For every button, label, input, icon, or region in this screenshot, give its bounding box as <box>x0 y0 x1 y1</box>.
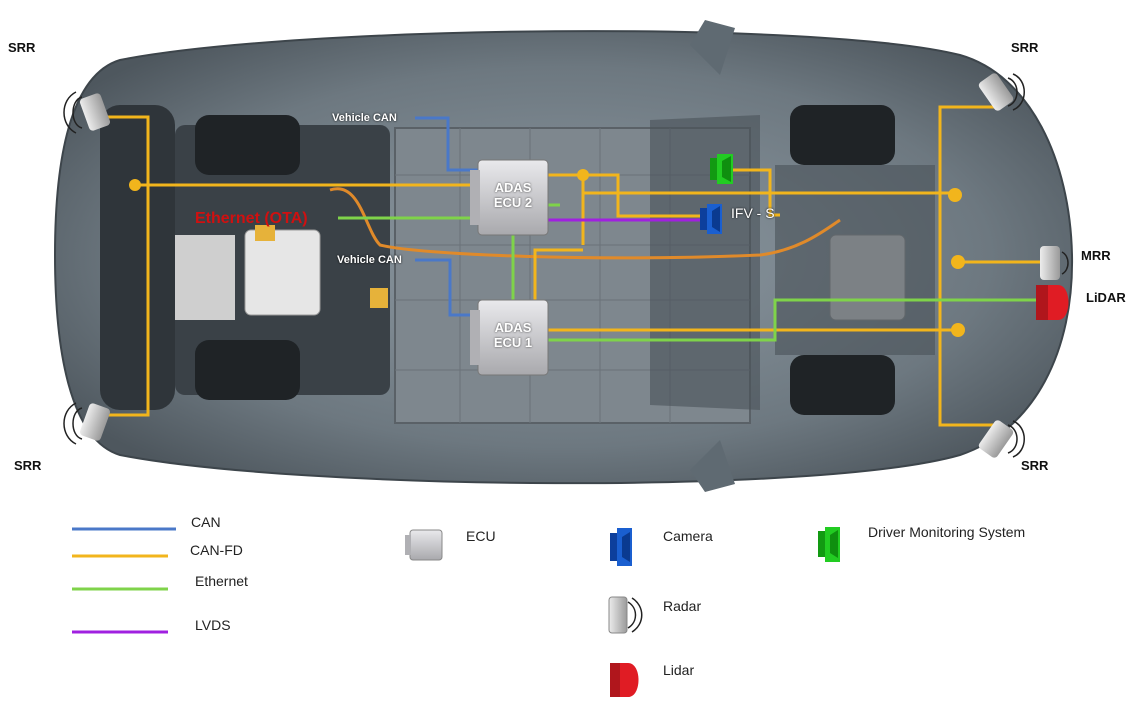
legend-can-label: CAN <box>191 514 221 530</box>
can-fd-rear-frame <box>98 115 150 417</box>
car-illustration <box>53 20 1074 492</box>
label-ifv: IFV - S <box>731 205 775 221</box>
rear-inverter <box>175 235 235 320</box>
label-ethernet-ota: Ethernet (OTA) <box>195 210 308 227</box>
legend-radar-label: Radar <box>663 598 702 614</box>
can-lines <box>415 116 478 317</box>
srr-radar-rear-right <box>63 402 111 445</box>
lidar-front <box>1036 285 1069 320</box>
ethernet-lines <box>338 203 1040 342</box>
wheel-front-bottom <box>790 355 895 415</box>
can-vehicle-mid <box>415 258 478 317</box>
legend-camera-icon <box>610 528 632 566</box>
legend-ecu-label: ECU <box>466 528 496 544</box>
mrr-radar-front <box>1040 246 1069 280</box>
label-mrr: MRR <box>1081 248 1111 263</box>
legend-dms-label: Driver Monitoring System <box>868 524 1026 540</box>
dot-front-bottom <box>951 323 965 337</box>
wheel-front-top <box>790 105 895 165</box>
wheel-rear-bottom <box>195 340 300 400</box>
dot-ecu2-right <box>577 169 589 181</box>
legend-dms-icon <box>818 527 840 562</box>
label-srr-top-right: SRR <box>1011 40 1039 55</box>
legend-camera-label: Camera <box>663 528 713 544</box>
ethernet-lidar <box>548 298 1040 342</box>
legend-ethernet-label: Ethernet <box>195 573 248 589</box>
wheel-rear-top <box>195 115 300 175</box>
rear-motor <box>244 229 321 316</box>
label-vehicle-can-mid: Vehicle CAN <box>337 254 402 266</box>
legend-lvds-label: LVDS <box>195 617 231 633</box>
ecu-2 <box>470 159 549 236</box>
label-vehicle-can-top: Vehicle CAN <box>332 112 397 124</box>
label-srr-top-left: SRR <box>8 40 36 55</box>
label-adas-ecu-1-line2: ECU 1 <box>493 335 533 350</box>
srr-radar-front-right <box>978 420 1025 458</box>
label-srr-bottom-left: SRR <box>14 458 42 473</box>
dms-camera-icon <box>710 154 733 184</box>
label-adas-ecu-1: ADAS ECU 1 <box>478 320 548 350</box>
junction-dots <box>129 169 965 337</box>
legend-canfd-label: CAN-FD <box>190 542 243 558</box>
legend-ecu-icon <box>405 529 443 561</box>
srr-radar-front-left <box>978 73 1025 111</box>
label-lidar: LiDAR <box>1086 290 1126 305</box>
label-adas-ecu-2: ADAS ECU 2 <box>478 180 548 210</box>
can-fd-front-frame <box>938 105 995 427</box>
ecu-1 <box>470 299 549 376</box>
legend-lidar-label: Lidar <box>663 662 695 678</box>
hv-connector-2 <box>370 288 388 308</box>
can-fd-dms <box>730 168 780 217</box>
legend-radar-icon <box>608 596 643 634</box>
front-subframe <box>775 165 935 355</box>
can-fd-to-front-radar <box>610 173 700 218</box>
hv-connector-1 <box>255 225 275 241</box>
srr-radar-rear-left <box>63 91 111 134</box>
label-adas-ecu-2-line2: ECU 2 <box>493 195 533 210</box>
dot-front-mid <box>951 255 965 269</box>
rear-compartment <box>100 105 175 410</box>
dot-front-top <box>948 188 962 202</box>
mirror-bottom <box>690 440 735 492</box>
legend-lidar-icon <box>610 663 639 697</box>
mirror-top <box>690 20 735 75</box>
dot-rear <box>129 179 141 191</box>
windshield <box>650 115 760 410</box>
label-srr-bottom-right: SRR <box>1021 458 1049 473</box>
label-adas-ecu-2-line1: ADAS <box>494 180 532 195</box>
can-fd-ecu1-link <box>533 248 583 300</box>
label-adas-ecu-1-line1: ADAS <box>494 320 532 335</box>
can-vehicle-top <box>415 116 478 172</box>
legend-lines <box>72 527 176 634</box>
front-camera-icon <box>700 204 722 234</box>
